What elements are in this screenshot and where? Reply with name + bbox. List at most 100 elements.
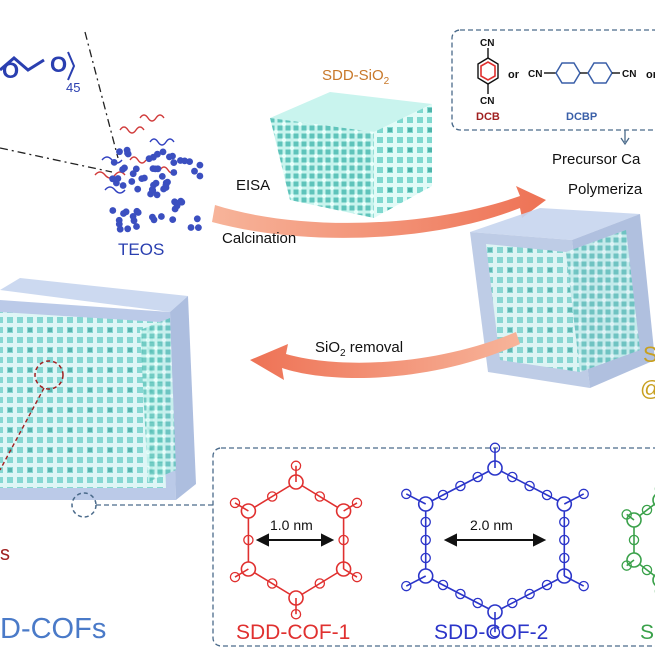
teos-dot (124, 225, 132, 233)
sio2-removal-arrow (250, 332, 520, 380)
phenyl-ring (628, 534, 640, 546)
dcb-cn-top: CN (480, 38, 494, 49)
phenyl-ring (641, 564, 653, 576)
peg-subscript: 45 (66, 80, 80, 95)
right-edge-s: S (643, 342, 655, 367)
composite-cube (470, 208, 655, 388)
phenyl-ring (243, 534, 254, 546)
framework-edge (425, 575, 496, 613)
guide-lines (0, 31, 119, 173)
dcbp-label: DCBP (566, 111, 597, 123)
teos-dot (152, 179, 160, 187)
precursor-pointer (620, 130, 630, 146)
teos-dot (151, 165, 159, 173)
left-edge-s: s (0, 543, 10, 565)
svg-text:O: O (2, 58, 19, 83)
teos-dot (133, 207, 141, 215)
framework-edge (295, 568, 345, 599)
phenyl-ring (229, 571, 241, 583)
phenyl-ring (351, 571, 363, 583)
framework-edge (425, 467, 496, 505)
teos-dot (128, 178, 136, 185)
teos-dot (177, 197, 185, 205)
teos-dot (138, 175, 146, 183)
framework-spoke (563, 493, 585, 505)
eisa-label: EISA (236, 177, 270, 194)
teos-label: TEOS (118, 240, 164, 259)
teos-dot (196, 172, 204, 180)
teos-particles (109, 146, 204, 233)
teos-dot (132, 165, 140, 173)
eisa-arrow (212, 186, 546, 238)
calcination-label: Calcination (222, 230, 296, 247)
phenyl-ring (401, 488, 412, 500)
phenyl-ring (420, 534, 431, 546)
teos-dot (134, 185, 142, 193)
dcbp-cn-left: CN (528, 69, 542, 80)
cof-zoom-circle-top (34, 360, 64, 390)
teos-dot (158, 173, 166, 180)
framework-spoke (234, 502, 249, 512)
teos-dot (191, 167, 198, 175)
precursor-label: Precursor Ca (552, 151, 641, 168)
teos-dot (145, 155, 153, 163)
dcbp-cn-right: CN (622, 69, 636, 80)
teos-dot (110, 159, 118, 166)
phenyl-ring (559, 552, 570, 564)
teos-dot (119, 182, 127, 189)
pore1-arrow (255, 533, 335, 547)
teos-dot (153, 191, 161, 199)
teos-dot (170, 159, 178, 167)
framework-spoke (343, 502, 358, 512)
phenyl-ring (290, 460, 302, 472)
phenyl-ring (541, 579, 553, 591)
phenyl-ring (338, 534, 349, 546)
phenyl-ring (351, 497, 363, 509)
framework-spoke (343, 568, 358, 578)
teos-dot (133, 223, 140, 230)
teos-dot (162, 184, 170, 191)
cof2-label: SDD-COF-2 (434, 621, 548, 644)
phenyl-ring (559, 534, 570, 546)
teos-dot (109, 175, 116, 183)
cof-structures-box (212, 447, 655, 647)
framework-spoke (405, 493, 427, 505)
framework-edge (494, 575, 565, 613)
cof-zoom-line (0, 387, 45, 471)
or-2: or (646, 69, 655, 81)
dcb-label: DCB (476, 111, 500, 123)
teos-dot (150, 216, 158, 224)
or-1: or (508, 69, 520, 81)
phenyl-ring (541, 489, 553, 501)
phenyl-ring (507, 471, 518, 483)
teos-dot (116, 225, 124, 233)
cof3-label: S (640, 621, 654, 644)
cof-cube (0, 278, 196, 500)
teos-dot (129, 213, 137, 220)
phenyl-ring (472, 597, 483, 609)
phenyl-ring (489, 442, 501, 454)
dcb-cn-bottom: CN (480, 96, 494, 107)
phenyl-ring (266, 491, 278, 502)
phenyl-ring (507, 597, 518, 609)
framework-spoke (563, 575, 585, 587)
phenyl-ring (455, 480, 466, 492)
teos-dot (116, 148, 123, 156)
framework-edge (247, 568, 297, 599)
teos-dot (159, 148, 167, 156)
sdd-sio2-label: SDD-SiO2 (322, 67, 390, 87)
cof1-label: SDD-COF-1 (236, 621, 350, 644)
teos-dot (115, 220, 123, 228)
phenyl-ring (314, 578, 326, 589)
teos-dot (166, 153, 173, 161)
phenyl-ring (420, 516, 431, 528)
dcbp-molecule (544, 62, 620, 84)
phenyl-ring (266, 578, 278, 589)
framework-edge (247, 481, 297, 512)
teos-dot (123, 146, 131, 154)
framework-edge (295, 481, 345, 512)
cof1-structure (229, 460, 363, 620)
phenyl-ring (229, 497, 241, 509)
teos-dot (173, 202, 181, 210)
pore2-arrow (443, 533, 547, 547)
